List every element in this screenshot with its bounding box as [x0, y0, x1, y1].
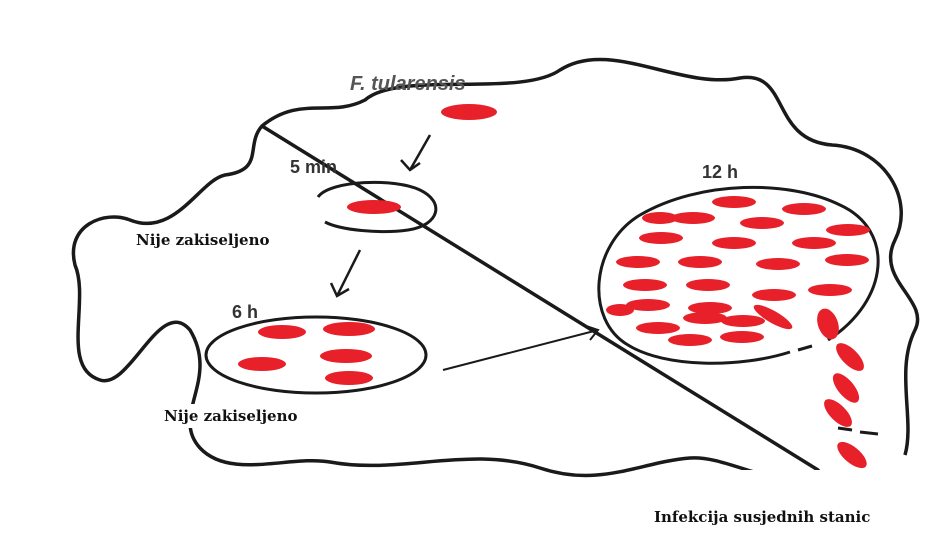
- bacterium: [833, 437, 871, 472]
- bacterium: [616, 256, 660, 268]
- bacterium: [325, 371, 373, 385]
- bacterium-name-label: F. tularensis: [350, 73, 466, 95]
- bacterium: [752, 289, 796, 301]
- bacterium: [320, 349, 372, 363]
- bacterium: [623, 279, 667, 291]
- bacterium-5min: [347, 200, 401, 214]
- bacterium: [258, 325, 306, 339]
- bacterium: [721, 315, 765, 327]
- bacterium: [832, 339, 869, 376]
- bacterium: [678, 256, 722, 268]
- bacterium: [668, 334, 712, 346]
- label-not-acidified-5min: Nije zakiseljeno: [132, 228, 274, 252]
- label-not-acidified-6h: Nije zakiseljeno: [160, 404, 302, 428]
- bacterium: [636, 322, 680, 334]
- bacterium: [813, 306, 843, 343]
- bacterium: [238, 357, 286, 371]
- bacteria-escaping: [820, 339, 871, 473]
- label-text: Infekcija susjednih stanic: [654, 508, 870, 526]
- bacterium: [792, 237, 836, 249]
- bacterium: [782, 203, 826, 215]
- bacterium: [712, 237, 756, 249]
- label-text: Nije zakiseljeno: [164, 407, 298, 425]
- label-text: Nije zakiseljeno: [136, 231, 270, 249]
- bacteria-12h: [606, 196, 870, 346]
- bacterium: [712, 196, 756, 208]
- bacterium: [639, 232, 683, 244]
- vacuole-6h: [206, 317, 426, 393]
- bacterium: [686, 279, 730, 291]
- bacterium: [808, 284, 852, 296]
- bacterium-initial: [441, 104, 497, 120]
- bacterium: [642, 212, 678, 224]
- bacterium: [740, 217, 784, 229]
- time-label-6h: 6 h: [232, 302, 258, 322]
- bacterium: [323, 322, 375, 336]
- bacterium: [825, 254, 869, 266]
- bacterium: [720, 331, 764, 343]
- time-label-5min: 5 min: [290, 157, 337, 177]
- bacterium: [683, 312, 727, 324]
- arrow-to-12h: [443, 326, 598, 370]
- time-label-12h: 12 h: [702, 162, 738, 182]
- bacterium: [606, 304, 634, 316]
- label-neighbor-infection: Infekcija susjednih stanic: [648, 470, 942, 552]
- bacterium: [756, 258, 800, 270]
- bacterium: [826, 224, 870, 236]
- bacteria-6h: [238, 322, 375, 385]
- arrow-to-6h: [331, 250, 360, 296]
- arrow-entry: [401, 135, 430, 170]
